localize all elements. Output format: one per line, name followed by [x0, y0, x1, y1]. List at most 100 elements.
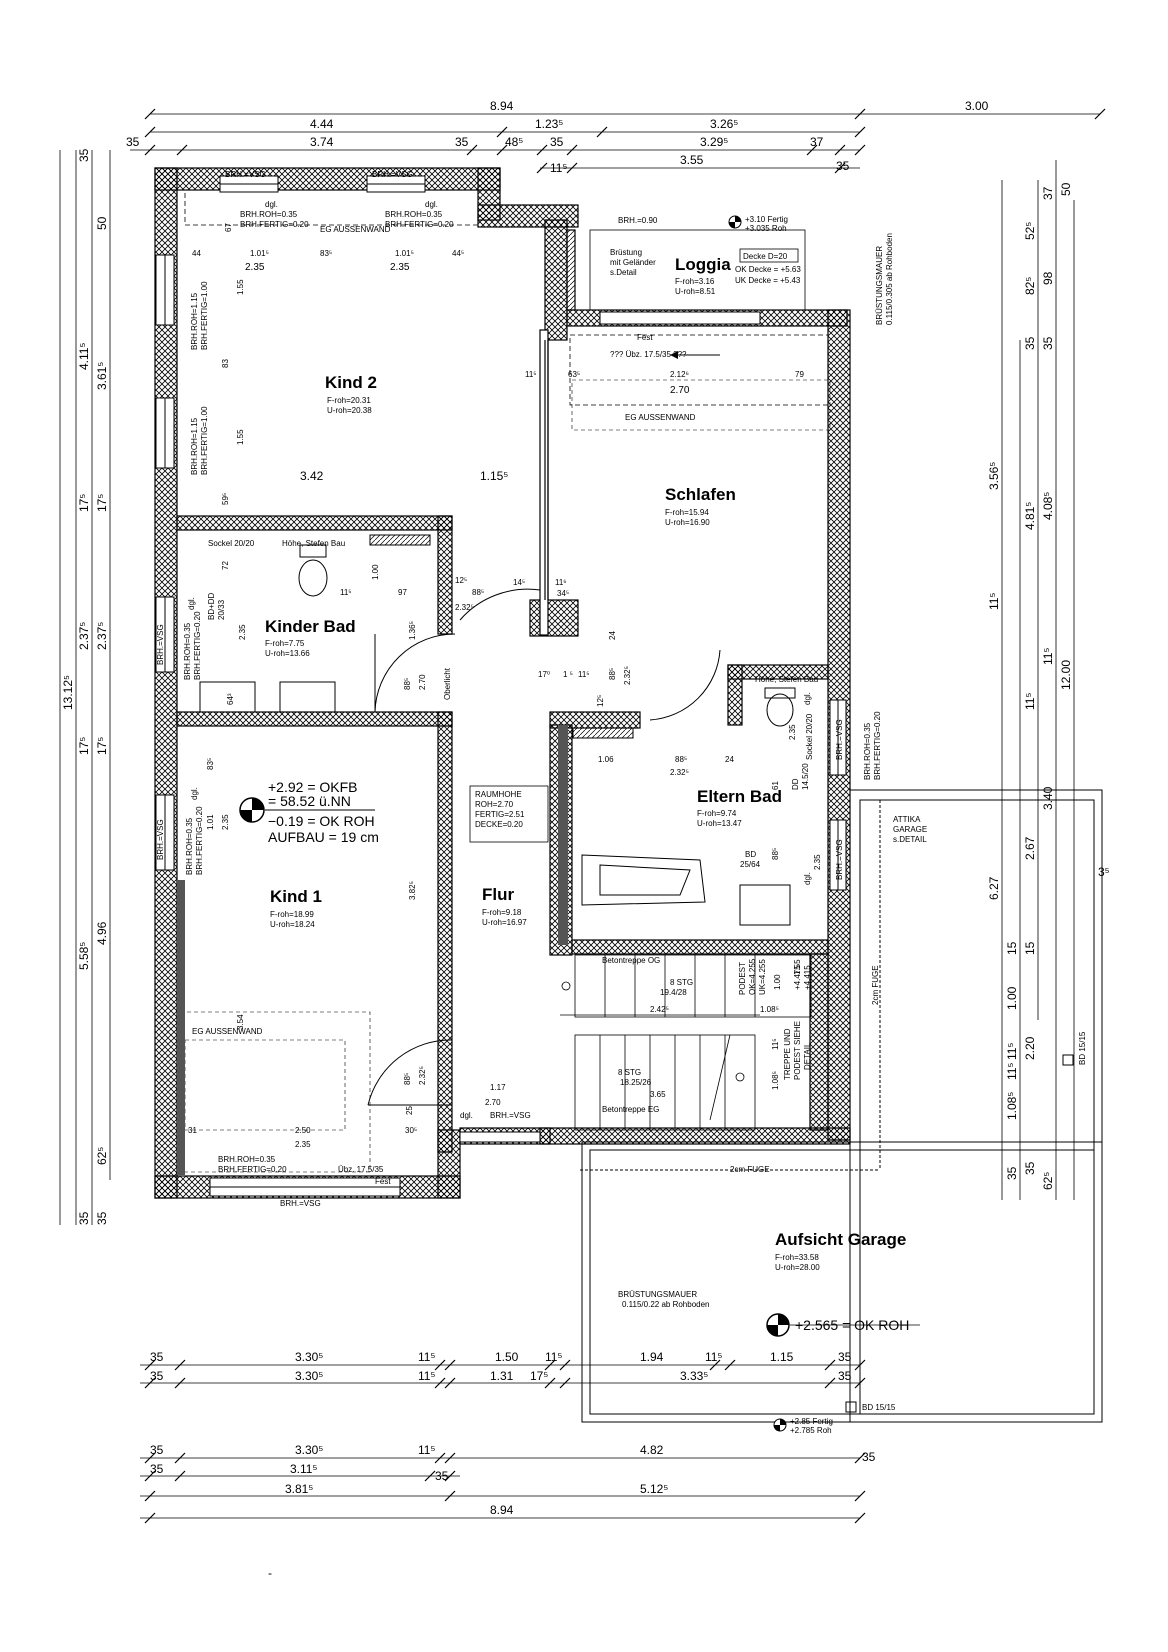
lbl-885b: 88⁵ — [403, 678, 412, 690]
lbl-uk-decke: UK Decke = +5.43 — [735, 276, 801, 285]
lbl-nn: = 58.52 ü.NN — [268, 793, 351, 809]
dim-3-55: 3.55 — [680, 153, 704, 167]
dim-l50: 50 — [95, 216, 109, 230]
room-elternbad-name: Eltern Bad — [697, 787, 782, 806]
dim-r15b: 15 — [1023, 941, 1037, 955]
lbl-235d: 2.35 — [788, 724, 797, 740]
lbl-235e: 2.35 — [813, 854, 822, 870]
lbl-brh-roh-k1: BRH.ROH=0.35 — [185, 817, 194, 875]
lbl-fest2: Fest — [375, 1177, 391, 1186]
room-kinderbad-f: F-roh=7.75 — [265, 639, 305, 648]
room-kind1-f: F-roh=18.99 — [270, 910, 314, 919]
lbl-835: 83⁵ — [320, 249, 332, 258]
dim-lines-right — [1001, 160, 1075, 1200]
lbl-fuge2: 2cm FUGE — [730, 1165, 770, 1174]
dim-b-a11b: 11⁵ — [545, 1350, 562, 1364]
lbl-bruest-mauer4: 0.115/0.22 ab Rohboden — [622, 1300, 709, 1309]
lbl-dd: DD — [791, 778, 800, 790]
lbl-115f: 1 ⁵ — [563, 670, 573, 679]
lbl-101: 1.01 — [206, 814, 215, 830]
lbl-79: 79 — [795, 370, 804, 379]
lbl-2425: 2.42⁵ — [650, 1005, 669, 1014]
lbl-dash: - — [268, 1566, 272, 1580]
room-garage-name: Aufsicht Garage — [775, 1230, 906, 1249]
lbl-brh-fert100-a: BRH.FERTIG=1.00 — [200, 281, 209, 350]
lbl-235f: 2.35 — [295, 1140, 311, 1149]
lbl-aufbau: AUFBAU = 19 cm — [268, 829, 379, 845]
lbl-decke: Decke D=20 — [743, 252, 788, 261]
lbl-attika1: ATTIKA — [893, 815, 921, 824]
dim-b-b131: 1.31 — [490, 1369, 514, 1383]
dim-l361: 3.61⁵ — [95, 362, 109, 390]
dim-b-b35: 35 — [150, 1369, 164, 1383]
lbl-100: 1.00 — [371, 564, 380, 580]
dim-r1200: 12.00 — [1059, 660, 1073, 690]
dim-r35b: 35 — [1041, 336, 1055, 350]
lbl-brh-vsg-k1: BRH.=VSG — [156, 819, 165, 860]
dim-b-b35b: 35 — [838, 1369, 852, 1383]
lbl-treppe1: TREPPE UND — [783, 1028, 792, 1080]
lbl-podest3: UK=4.255 — [758, 959, 767, 995]
lbl-835b: 83⁵ — [206, 758, 215, 770]
dim-l175a: 17⁵ — [77, 494, 91, 512]
room-schlafen-name: Schlafen — [665, 485, 736, 504]
lbl-bd2: 20/33 — [217, 599, 226, 620]
lbl-brh-vsg-f: BRH.=VSG — [490, 1111, 531, 1120]
dim-b-f894: 8.94 — [490, 1503, 514, 1517]
room-loggia-name: Loggia — [675, 255, 731, 274]
lbl-stg8d: 18.25/26 — [620, 1078, 652, 1087]
lbl-eg-aussen-1: EG AUSSENWAND — [320, 225, 391, 234]
dim-37: 37 — [810, 135, 824, 149]
lbl-155b: 1.55 — [236, 429, 245, 445]
dim-b-b11: 11⁵ — [418, 1369, 435, 1383]
lbl-1085b: 1.08⁵ — [771, 1071, 780, 1090]
room-elternbad-f: F-roh=9.74 — [697, 809, 737, 818]
lbl-170: 17⁰ — [538, 670, 550, 679]
lbl-brh-fert-k1: BRH.FERTIG=0.20 — [195, 806, 204, 875]
dim-35b: 35 — [455, 135, 469, 149]
lbl-roh3035: +3.035 Roh — [745, 224, 787, 233]
lbl-25: 25 — [405, 1106, 414, 1115]
lbl-1085: 1.08⁵ — [760, 1005, 779, 1014]
lbl-270c: 2.70 — [485, 1098, 501, 1107]
lbl-brh-roh-k: BRH.ROH=0.35 — [183, 622, 192, 680]
lbl-24b: 24 — [725, 755, 734, 764]
lbl-235c: 2.35 — [221, 814, 230, 830]
room-garage-u: U-roh=28.00 — [775, 1263, 820, 1272]
dim-3-00-top: 3.00 — [965, 99, 989, 113]
dim-3-29: 3.29⁵ — [700, 135, 728, 149]
lbl-bd-eb: BD — [745, 850, 756, 859]
lbl-brh-roh-2: BRH.ROH=0.35 — [385, 210, 443, 219]
lbl-stg8: 8 STG — [670, 978, 693, 987]
lbl-2325b: 2.32⁵ — [623, 666, 632, 685]
lbl-235k: 2.35 — [238, 624, 247, 640]
room-kind1-name: Kind 1 — [270, 887, 322, 906]
lbl-11: 11⁵ — [578, 670, 590, 679]
lbl-445: 44⁵ — [452, 249, 464, 258]
lbl-365: 3.65 — [650, 1090, 666, 1099]
dim-r408: 4.08⁵ — [1041, 492, 1055, 520]
lbl-dgl-eb: dgl. — [803, 872, 812, 885]
dim-r627: 6.27 — [987, 876, 1001, 900]
dim-lines-bottom — [140, 1359, 866, 1524]
room-kinderbad-u: U-roh=13.66 — [265, 649, 310, 658]
lbl-885c: 88⁵ — [675, 755, 687, 764]
lbl-97: 97 — [398, 588, 407, 597]
lbl-44: 44 — [192, 249, 201, 258]
lbl-342: 3.42 — [300, 469, 324, 483]
dim-r50: 50 — [1059, 182, 1073, 196]
dim-r267: 2.67 — [1023, 836, 1037, 860]
dim-35a: 35 — [126, 135, 140, 149]
dim-r481: 4.81⁵ — [1023, 502, 1037, 530]
lbl-1015a: 1.01⁵ — [250, 249, 269, 258]
dim-b-a330: 3.30⁵ — [295, 1350, 323, 1364]
dim-r340: 3.40 — [1041, 786, 1055, 810]
lbl-bruest-mauer2: 0.115/0.305 ab Rohboden — [885, 233, 894, 325]
dim-texts-top: 8.94 3.00 4.44 1.23⁵ 3.26⁵ 35 3.74 35 48… — [126, 99, 989, 175]
lbl-115k: 11⁵ — [340, 588, 352, 597]
dim-l35: 35 — [77, 148, 91, 162]
lbl-ok-roh2: +2.565 = OK ROH — [795, 1317, 909, 1333]
dim-b-a35: 35 — [150, 1350, 164, 1364]
room-labels: Kind 2 F-roh=20.31 U-roh=20.38 Schlafen … — [265, 255, 906, 1272]
lbl-dgl-2: dgl. — [425, 200, 438, 209]
